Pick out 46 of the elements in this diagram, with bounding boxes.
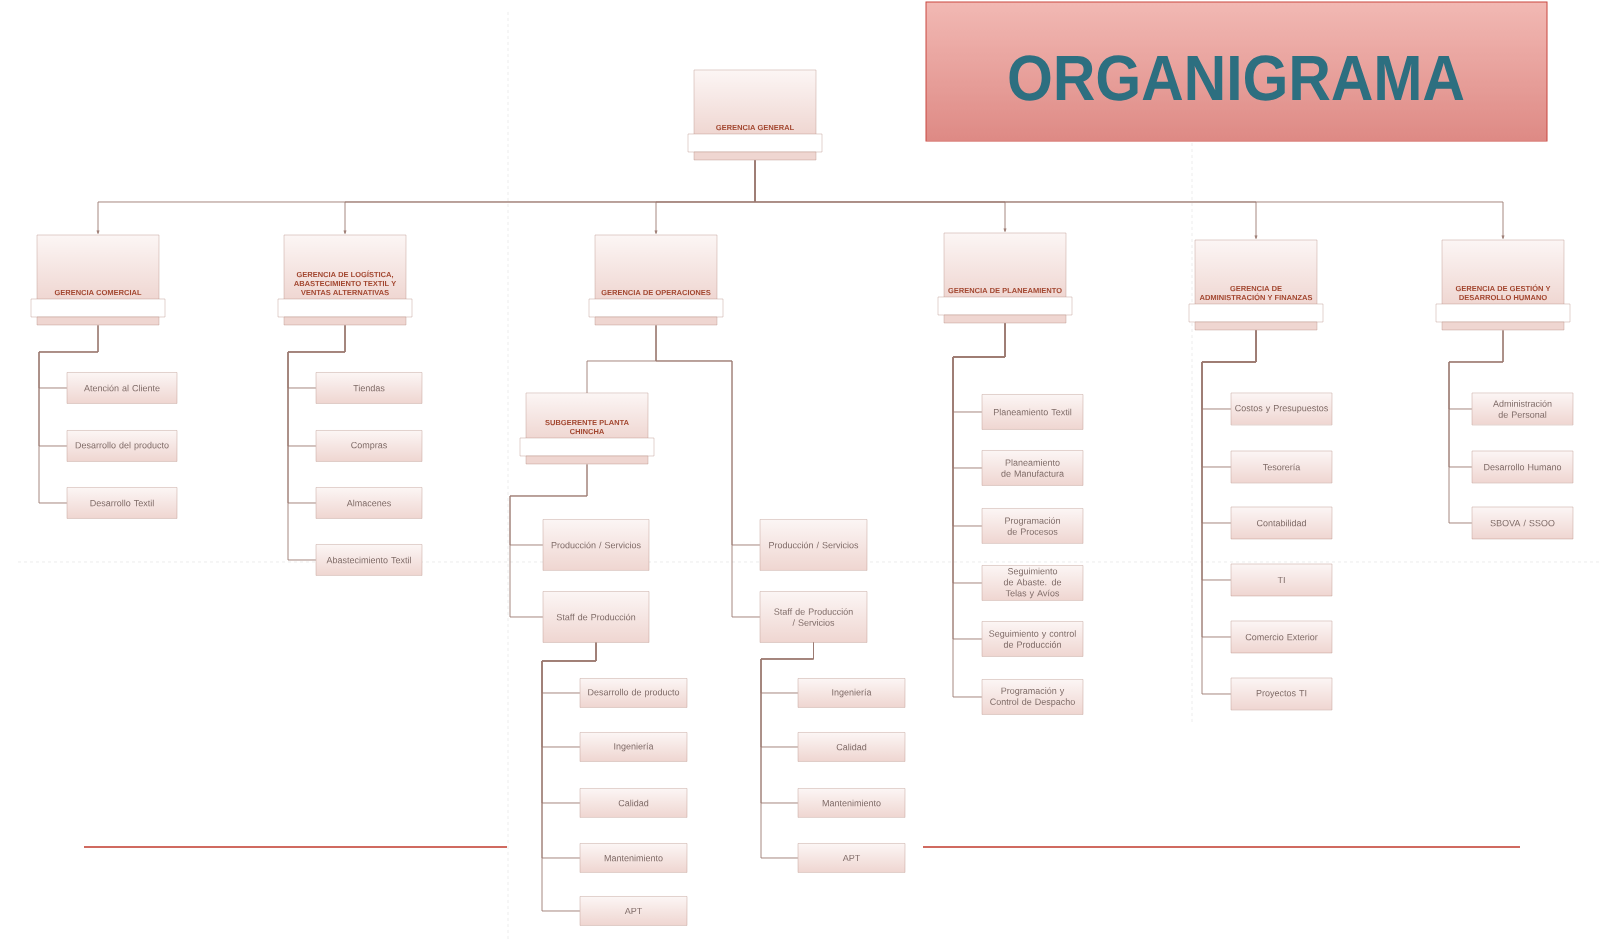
unit-box: Contabilidad: [1230, 506, 1333, 540]
unit-box: Producción / Servicios: [759, 519, 868, 571]
unit-box: Ingeniería: [579, 732, 688, 762]
connector-line: [287, 324, 346, 561]
connector-line: [509, 463, 588, 618]
connector-line: [952, 322, 1006, 698]
connector-line: [655, 324, 761, 618]
unit-box: Proyectos TI: [1230, 677, 1333, 711]
unit-box: Desarrollo Humano: [1471, 450, 1574, 484]
unit-box: Abastecimiento Textil: [315, 544, 423, 576]
unit-box: Desarrollo Textil: [66, 487, 178, 519]
connector-line: [541, 642, 597, 912]
connector-line: [38, 324, 99, 504]
unit-box: Staff de Producción: [542, 591, 650, 643]
unit-box: Seguimiento de Abaste. de Telas y Avíos: [981, 565, 1084, 601]
title-banner: ORGANIGRAMA: [925, 1, 1548, 142]
unit-box: APT: [579, 896, 688, 926]
unit-box: Mantenimiento: [797, 788, 906, 818]
unit-box: Desarrollo del producto: [66, 430, 178, 462]
connector-line: [760, 642, 814, 859]
connector-line: [754, 159, 1505, 239]
unit-box: Planeamiento Textil: [981, 394, 1084, 430]
connector-line: [1201, 329, 1257, 695]
unit-box: Almacenes: [315, 487, 423, 519]
unit-box: Producción / Servicios: [542, 519, 650, 571]
unit-box: Programación y Control de Despacho: [981, 679, 1084, 715]
unit-box: Planeamiento de Manufactura: [981, 450, 1084, 486]
unit-box: Administración de Personal: [1471, 392, 1574, 426]
unit-box: Calidad: [579, 788, 688, 818]
unit-box: TI: [1230, 563, 1333, 597]
unit-box: Compras: [315, 430, 423, 462]
unit-box: Seguimiento y control de Producción: [981, 621, 1084, 657]
unit-box: Tesorería: [1230, 450, 1333, 484]
unit-box: Desarrollo de producto: [579, 678, 688, 708]
unit-box: APT: [797, 843, 906, 873]
unit-box: Comercio Exterior: [1230, 620, 1333, 654]
unit-box: Tiendas: [315, 372, 423, 404]
connector-line: [1448, 329, 1504, 524]
unit-box: Mantenimiento: [579, 843, 688, 873]
unit-box: Programación de Procesos: [981, 508, 1084, 544]
unit-box: Ingeniería: [797, 678, 906, 708]
unit-box: Calidad: [797, 732, 906, 762]
unit-box: Atención al Cliente: [66, 372, 178, 404]
unit-box: Costos y Presupuestos: [1230, 392, 1333, 426]
unit-box: Staff de Producción / Servicios: [759, 591, 868, 643]
unit-box: SBOVA / SSOO: [1471, 506, 1574, 540]
